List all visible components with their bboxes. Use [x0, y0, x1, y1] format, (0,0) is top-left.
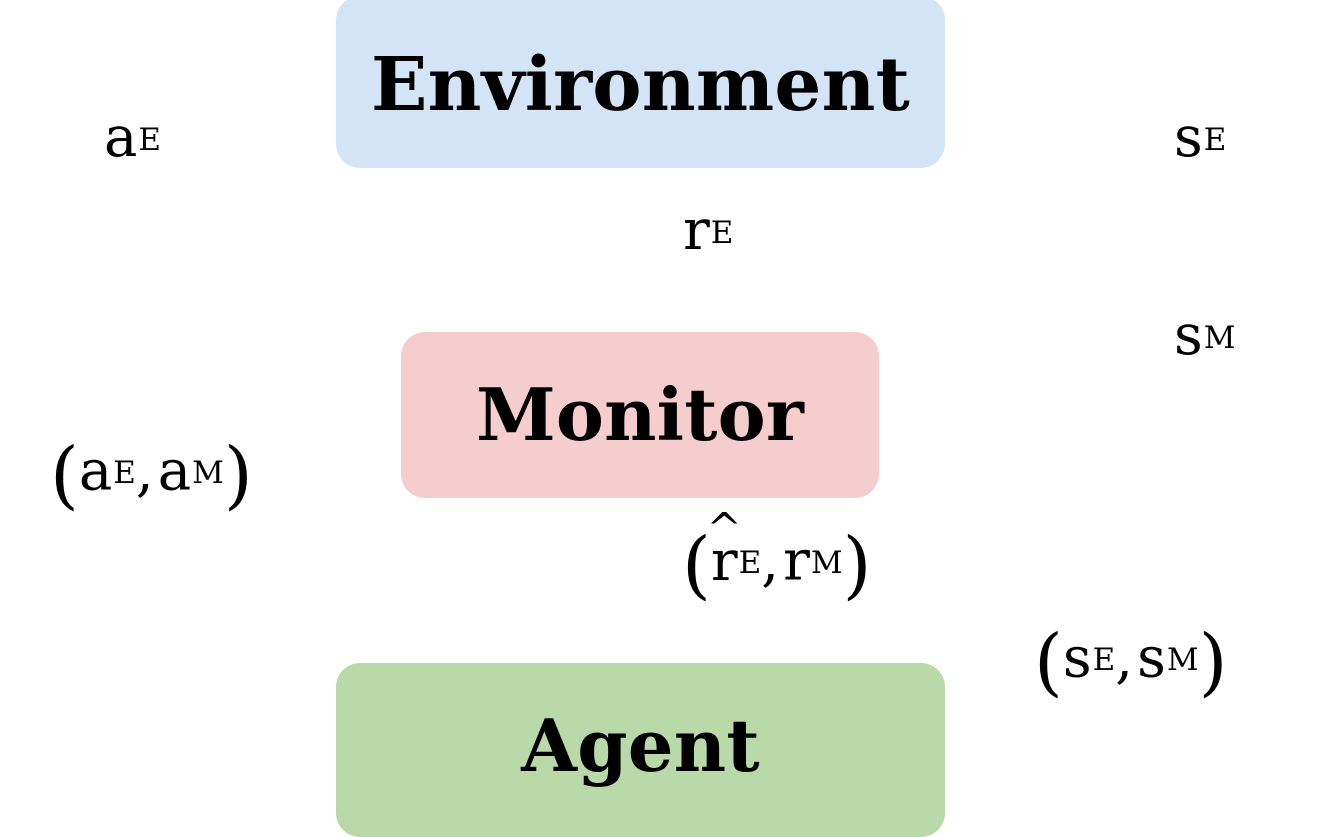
edge-label-action-pair-first-superscript: E — [113, 455, 136, 492]
circumflex-accent-icon: ^ — [706, 504, 742, 554]
edge-label-state-monitor-superscript: M — [1203, 319, 1236, 356]
edge-label-reward-pair: (^rE,rM) — [682, 508, 872, 602]
edge-label-action-pair-first-base: a — [78, 438, 113, 504]
edge-label-state-pair-close-paren: ) — [1198, 619, 1228, 705]
edge-label-action-pair: (aE,aM) — [50, 438, 253, 512]
edge-label-reward-env-superscript: E — [710, 214, 734, 251]
edge-label-state-pair: (sE,sM) — [1034, 625, 1227, 699]
edge-label-reward-env-base: r — [683, 198, 710, 263]
node-agent[interactable]: Agent — [336, 663, 945, 837]
edge-label-action-env-superscript: E — [138, 121, 162, 158]
edge-label-state-pair-first-superscript: E — [1092, 642, 1116, 679]
edge-label-action-pair-open-paren: ( — [50, 432, 79, 518]
edge-label-reward-pair-close-paren: ) — [842, 522, 872, 608]
edge-label-action-env: aE — [104, 110, 161, 166]
edge-label-state-monitor-base: s — [1174, 303, 1203, 368]
edge-label-action-pair-comma: , — [135, 438, 154, 504]
edge-label-action-pair-second-superscript: M — [192, 455, 224, 492]
edge-label-reward-env: rE — [683, 203, 733, 259]
edge-label-action-env-base: a — [104, 105, 138, 170]
edge-label-state-pair-second-base: s — [1137, 625, 1166, 691]
edge-label-reward-pair-first-superscript: E — [738, 545, 762, 582]
edge-label-state-pair-first-base: s — [1062, 625, 1092, 691]
edge-label-reward-pair-comma: , — [761, 528, 780, 594]
edge-label-state-env-base: s — [1174, 105, 1203, 170]
edge-label-reward-pair-open-paren: ( — [682, 522, 711, 608]
node-environment-label: Environment — [370, 42, 911, 128]
edge-label-action-pair-second-base: a — [157, 438, 192, 504]
edge-label-reward-pair-second-base: r — [783, 528, 810, 594]
edge-label-reward-pair-second-superscript: M — [810, 545, 843, 582]
edge-label-state-pair-second-superscript: M — [1166, 642, 1199, 679]
node-environment[interactable]: Environment — [336, 0, 945, 168]
edge-label-state-pair-open-paren: ( — [1034, 619, 1063, 705]
node-monitor[interactable]: Monitor — [401, 332, 879, 498]
edge-label-state-env-superscript: E — [1203, 121, 1227, 158]
edge-label-state-monitor: sM — [1174, 308, 1236, 364]
node-monitor-label: Monitor — [475, 372, 805, 457]
edge-label-reward-pair-first-hatted: ^r — [707, 508, 742, 590]
node-agent-label: Agent — [521, 703, 760, 788]
edge-label-state-env: sE — [1174, 110, 1226, 166]
edge-label-reward-pair-first-base: r — [710, 528, 738, 594]
edge-label-action-pair-close-paren: ) — [223, 432, 253, 518]
edge-label-state-pair-comma: , — [1115, 625, 1134, 691]
